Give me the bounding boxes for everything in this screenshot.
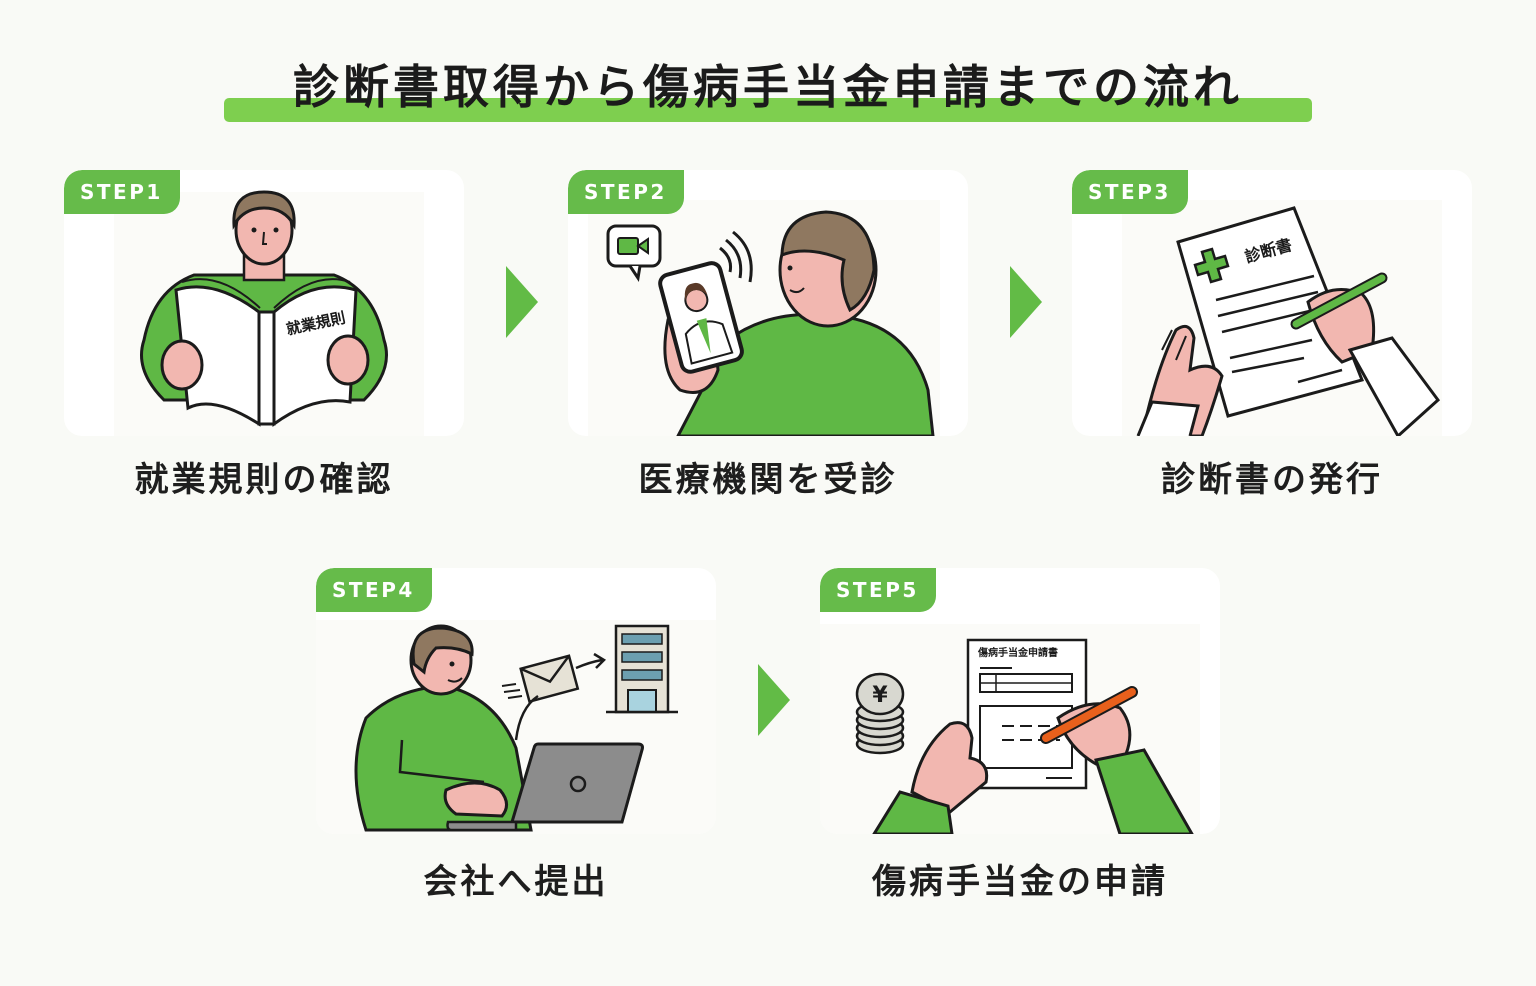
step-badge: STEP5 (820, 568, 936, 612)
title-underline-highlight (224, 98, 1312, 122)
page-title-block: 診断書取得から傷病手当金申請までの流れ (224, 58, 1312, 124)
person-video-call-doctor-icon (588, 200, 940, 436)
step-badge: STEP1 (64, 170, 180, 214)
step-caption-5: 傷病手当金の申請 (872, 862, 1168, 902)
svg-text:傷病手当金申請書: 傷病手当金申請書 (977, 646, 1058, 659)
yen-coin-stack-icon: ¥ (855, 672, 905, 755)
person-sending-email-to-company-icon (316, 620, 716, 834)
filling-application-form-icon: ¥ 傷病手当金申請書 (820, 624, 1200, 834)
arrow-right-icon (1010, 266, 1042, 338)
step-card-1: STEP1 就業規則 (64, 170, 464, 436)
arrow-right-icon (758, 664, 790, 736)
step-badge: STEP4 (316, 568, 432, 612)
step-card-5: STEP5 ¥ 傷病手当金申請書 (820, 568, 1220, 834)
step-card-2: STEP2 (568, 170, 968, 436)
step-badge: STEP3 (1072, 170, 1188, 214)
doctor-writing-certificate-icon: 診断書 (1122, 200, 1442, 436)
step-card-4: STEP4 (316, 568, 716, 834)
step-caption-2: 医療機関を受診 (638, 460, 898, 500)
step-caption-3: 診断書の発行 (1161, 460, 1383, 500)
arrow-right-icon (506, 266, 538, 338)
step-badge: STEP2 (568, 170, 684, 214)
step-card-3: STEP3 診断書 (1072, 170, 1472, 436)
step-caption-1: 就業規則の確認 (134, 460, 394, 500)
svg-text:¥: ¥ (872, 683, 888, 708)
person-reading-book-icon: 就業規則 (114, 190, 424, 436)
page-title: 診断書取得から傷病手当金申請までの流れ (293, 60, 1243, 114)
step-caption-4: 会社へ提出 (423, 862, 609, 902)
